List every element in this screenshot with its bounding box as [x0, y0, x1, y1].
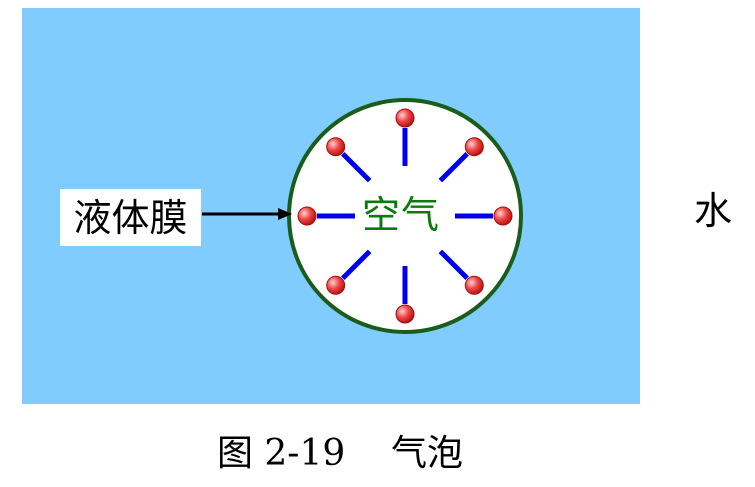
molecules-group	[297, 108, 513, 324]
liquid-film-label: 液体膜	[60, 189, 201, 246]
molecule-head	[326, 137, 346, 157]
molecule-tail	[438, 152, 469, 183]
molecule-tail	[341, 152, 372, 183]
figure-number: 图 2-19	[216, 433, 346, 474]
liquid-film-text: 液体膜	[73, 195, 188, 240]
molecule-head	[326, 275, 346, 295]
figure-caption: 图 2-19 气泡	[0, 424, 680, 476]
air-label: 空气	[362, 193, 441, 237]
film-arrow	[202, 208, 292, 220]
molecule-head	[464, 137, 484, 157]
arrow-head	[278, 208, 292, 220]
molecule-head	[395, 108, 415, 128]
molecule-tail	[341, 249, 372, 280]
molecule-head	[297, 206, 317, 226]
molecule-tail	[438, 249, 469, 280]
water-label: 水	[694, 189, 733, 233]
molecule-head	[464, 275, 484, 295]
figure-title: 气泡	[391, 433, 464, 474]
molecule-head	[395, 304, 415, 324]
molecule-head	[493, 206, 513, 226]
